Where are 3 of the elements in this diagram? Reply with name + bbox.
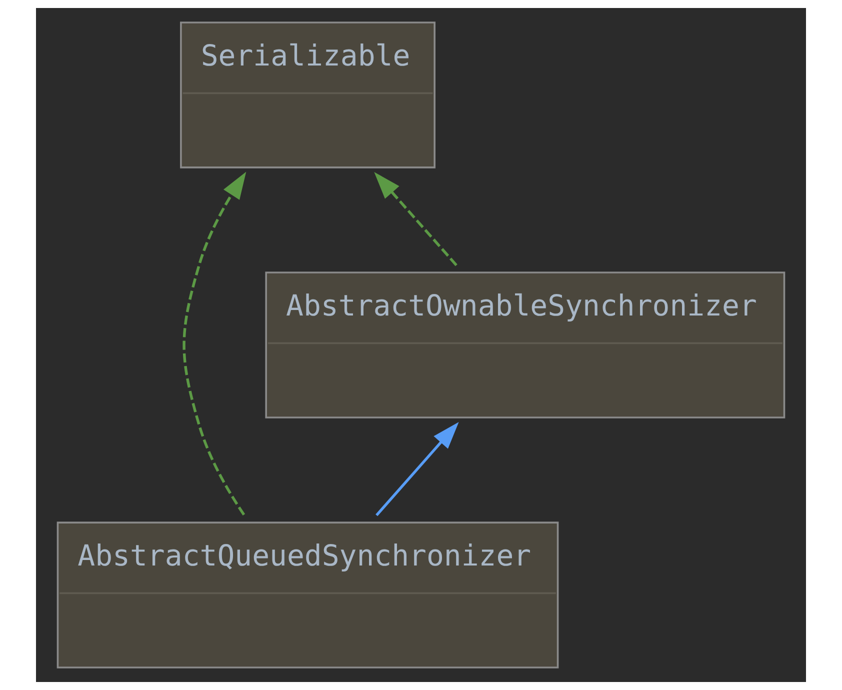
arrow <box>376 422 459 516</box>
arrow <box>182 172 246 516</box>
arrow <box>374 172 458 266</box>
